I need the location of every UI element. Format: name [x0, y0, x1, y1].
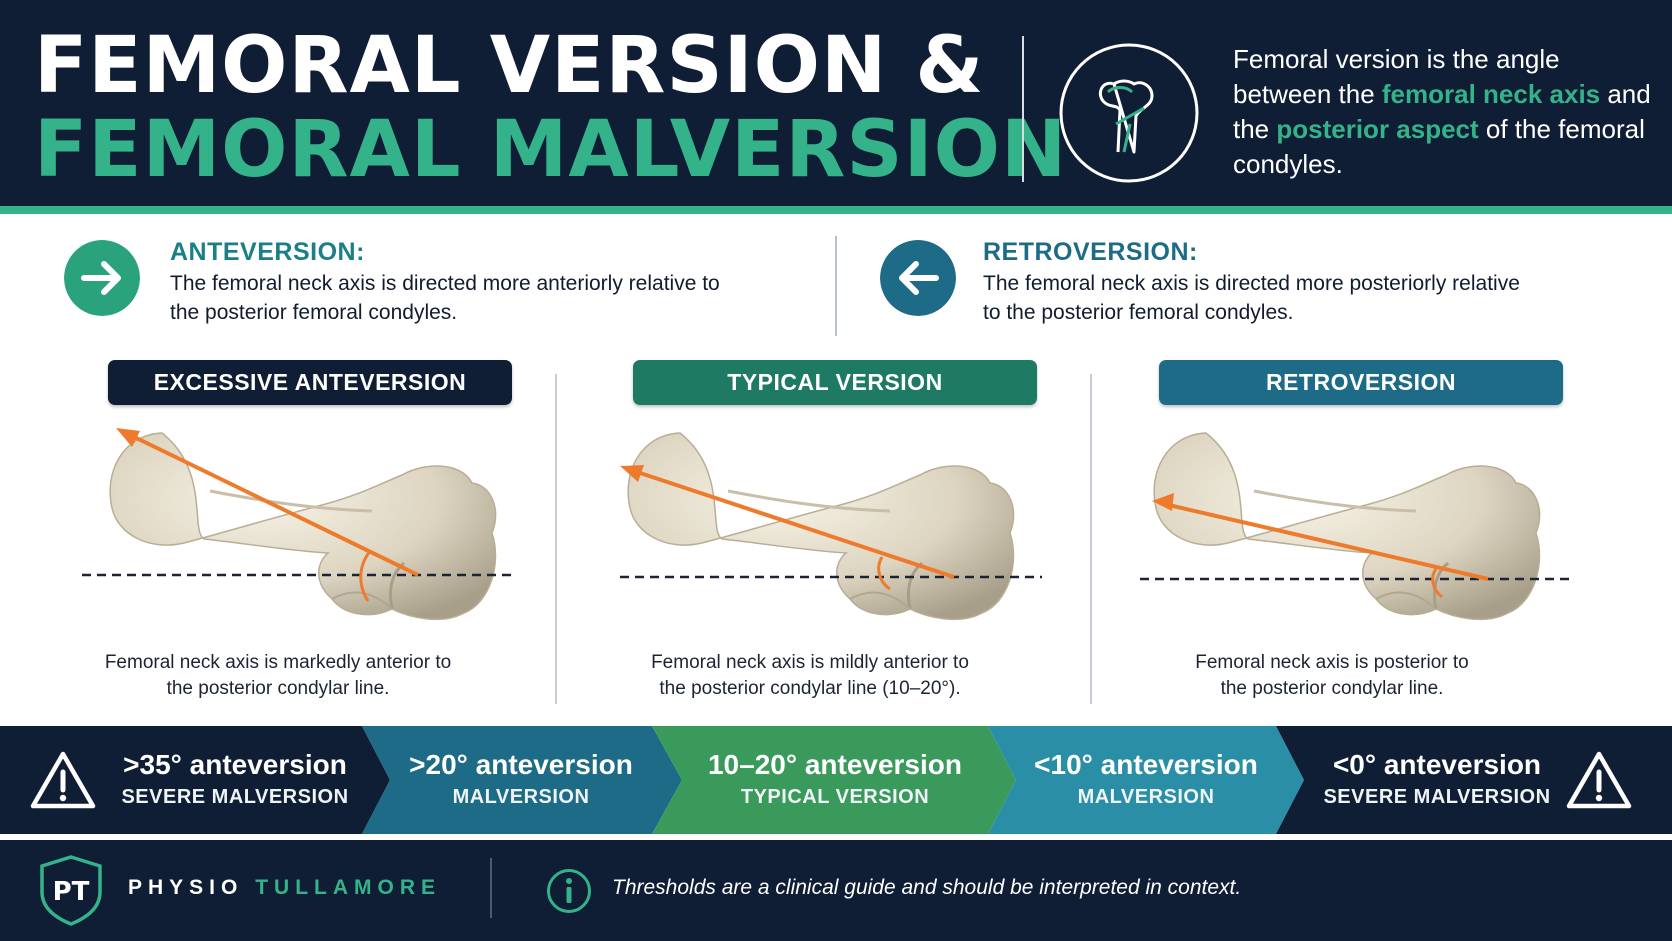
footer-disclaimer: Thresholds are a clinical guide and shou… [612, 876, 1242, 899]
desc-text-3: of the femoral condyles. [1233, 114, 1645, 179]
threshold-value: 10–20° anteversion [707, 749, 962, 780]
retroversion-heading: RETROVERSION: [983, 238, 1198, 266]
threshold-value: <0° anteversion [1332, 749, 1542, 780]
caption-line: Femoral neck axis is mildly anterior to [651, 652, 969, 673]
threshold-severe-retro: <0° anteversion SEVERE MALVERSION [1304, 726, 1570, 834]
caption-excessive-anteversion: Femoral neck axis is markedly anterior t… [58, 650, 498, 702]
femur-illustration-retroversion [1140, 431, 1570, 621]
title-line-2: FEMORAL MALVERSION [34, 105, 1068, 195]
threshold-malversion-retro: <10° anteversion MALVERSION [1016, 726, 1276, 834]
desc-text-2: and the [1233, 79, 1651, 144]
panel-label-retroversion: RETROVERSION [1159, 360, 1563, 405]
threshold-category: MALVERSION [452, 786, 590, 808]
caption-typical-version: Femoral neck axis is mildly anterior to … [590, 650, 1030, 702]
arrow-right-icon [64, 240, 140, 316]
header-accent-stripe [0, 206, 1672, 214]
brand-name-part2: TULLAMORE [255, 876, 442, 899]
footer [0, 840, 1672, 941]
threshold-bar [0, 726, 1672, 834]
desc-text-1: Femoral version is the angle between the [1233, 44, 1560, 109]
caption-retroversion: Femoral neck axis is posterior to the po… [1112, 650, 1552, 702]
physio-tullamore-logo: PT [40, 855, 102, 926]
header-divider [1022, 36, 1024, 182]
logo-text: PT [53, 877, 90, 907]
title-line-1: FEMORAL VERSION & [34, 21, 985, 111]
threshold-segment-malversion-retro [988, 726, 1304, 834]
brand-name: PHYSIO TULLAMORE [128, 876, 441, 900]
warning-icon [30, 751, 96, 809]
threshold-category: TYPICAL VERSION [740, 786, 930, 808]
threshold-severe-anteversion: >35° anteversion SEVERE MALVERSION [104, 726, 366, 834]
caption-line: the posterior condylar line (10–20°). [659, 678, 961, 699]
desc-highlight-posterior: posterior aspect [1276, 114, 1479, 144]
threshold-category: SEVERE MALVERSION [1323, 786, 1551, 808]
anteversion-heading: ANTEVERSION: [170, 238, 365, 266]
brand-name-part1: PHYSIO [128, 876, 256, 899]
panel-separator [1090, 374, 1092, 704]
panel-label-excessive-anteversion: EXCESSIVE ANTEVERSION [108, 360, 512, 405]
femur-illustration-typical-version [620, 431, 1042, 621]
threshold-value: >35° anteversion [123, 749, 347, 780]
caption-line: Femoral neck axis is posterior to [1195, 652, 1469, 673]
threshold-segment-severe-anteversion [0, 726, 390, 834]
caption-line: the posterior condylar line. [166, 678, 390, 699]
threshold-category: SEVERE MALVERSION [121, 786, 349, 808]
panel-label-typical-version: TYPICAL VERSION [633, 360, 1037, 405]
header-banner [0, 0, 1672, 206]
threshold-segment-malversion-ante [362, 726, 682, 834]
retroversion-definition: The femoral neck axis is directed more p… [983, 272, 1520, 324]
threshold-segment-typical [652, 726, 1016, 834]
threshold-value: >20° anteversion [409, 749, 633, 780]
panel-separator [555, 374, 557, 704]
definitions-divider [835, 236, 837, 336]
header-description: Femoral version is the angle between the… [1233, 42, 1653, 182]
info-icon [547, 869, 591, 913]
anteversion-definition: The femoral neck axis is directed more a… [170, 272, 720, 324]
footer-divider [490, 858, 492, 918]
threshold-malversion-ante: >20° anteversion MALVERSION [390, 726, 652, 834]
page-title: FEMORAL VERSION & FEMORAL MALVERSION [34, 24, 1067, 192]
warning-icon [1566, 751, 1632, 809]
femur-illustration-excessive-anteversion [82, 428, 514, 621]
arrow-left-icon [880, 240, 956, 316]
caption-line: Femoral neck axis is markedly anterior t… [104, 652, 452, 673]
femur-icon [1059, 43, 1199, 183]
threshold-category: MALVERSION [1077, 786, 1215, 808]
desc-highlight-neck-axis: femoral neck axis [1381, 79, 1601, 109]
threshold-value: <10° anteversion [1034, 749, 1258, 780]
threshold-typical: 10–20° anteversion TYPICAL VERSION [682, 726, 988, 834]
caption-line: the posterior condylar line. [1220, 678, 1444, 699]
